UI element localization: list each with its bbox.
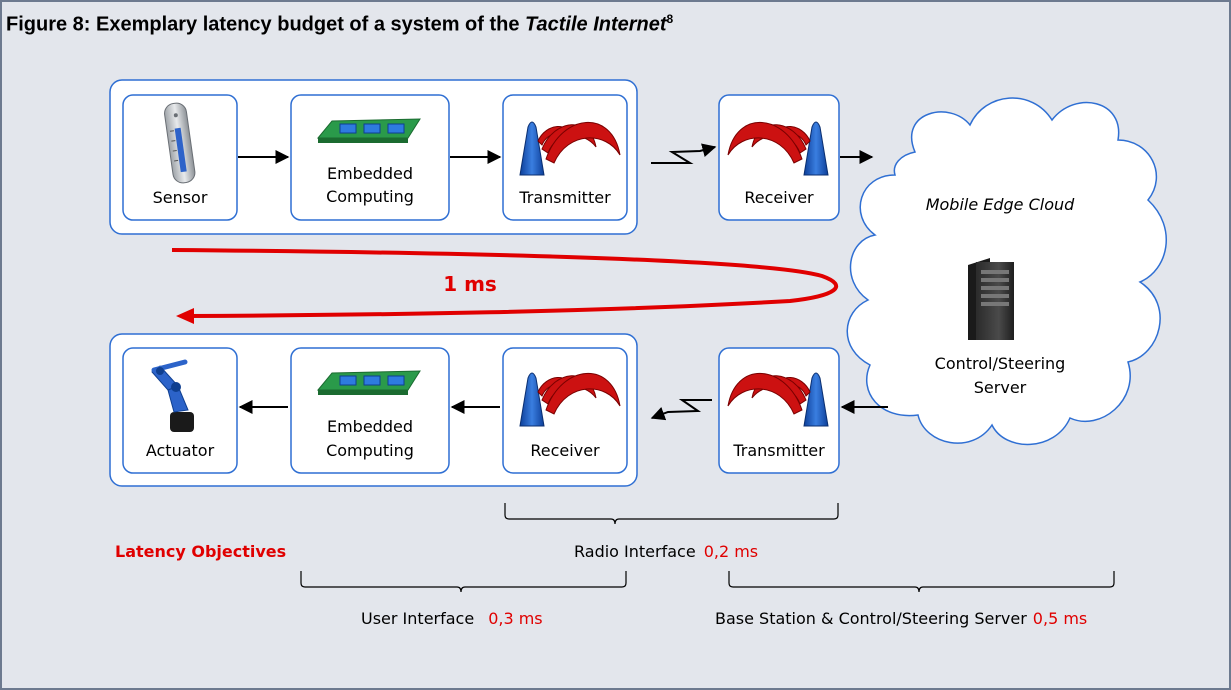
wireless-link-arrow bbox=[650, 399, 712, 421]
receiver-label: Receiver bbox=[530, 441, 600, 460]
figure-title: Figure 8: Exemplary latency budget of a … bbox=[6, 12, 673, 37]
title-footnote: 8 bbox=[666, 12, 674, 26]
roundtrip-arrow bbox=[171, 248, 838, 318]
wireless-link-arrow bbox=[651, 143, 717, 164]
circuit-board-icon bbox=[317, 370, 421, 396]
transmitter-label: Transmitter bbox=[732, 441, 825, 460]
server-icon bbox=[968, 258, 1014, 340]
actuator-label: Actuator bbox=[146, 441, 215, 460]
embedded-label-line2: Computing bbox=[326, 441, 414, 460]
server-label-line1: Control/Steering bbox=[935, 354, 1066, 373]
circuit-board-icon bbox=[317, 118, 421, 144]
receiver-label: Receiver bbox=[744, 188, 814, 207]
roundtrip-label: 1 ms bbox=[443, 272, 497, 296]
sensor-label: Sensor bbox=[153, 188, 208, 207]
latency-objectives-heading: Latency Objectives bbox=[115, 542, 286, 561]
title-emphasis: Tactile Internet bbox=[525, 13, 667, 36]
embedded-label-line1: Embedded bbox=[327, 417, 413, 436]
radio-interface-brace bbox=[504, 503, 839, 525]
thermometer-icon bbox=[164, 102, 196, 184]
base-station-brace bbox=[728, 571, 1115, 593]
transmitter-label: Transmitter bbox=[518, 188, 611, 207]
robot-arm-icon bbox=[151, 359, 194, 432]
roundtrip-arrowhead bbox=[176, 308, 194, 324]
embedded-label-line2: Computing bbox=[326, 187, 414, 206]
cloud-label: Mobile Edge Cloud bbox=[926, 195, 1075, 214]
server-label-line2: Server bbox=[974, 378, 1027, 397]
embedded-label-line1: Embedded bbox=[327, 164, 413, 183]
title-text: Figure 8: Exemplary latency budget of a … bbox=[6, 13, 526, 36]
user-interface-brace bbox=[300, 571, 627, 593]
